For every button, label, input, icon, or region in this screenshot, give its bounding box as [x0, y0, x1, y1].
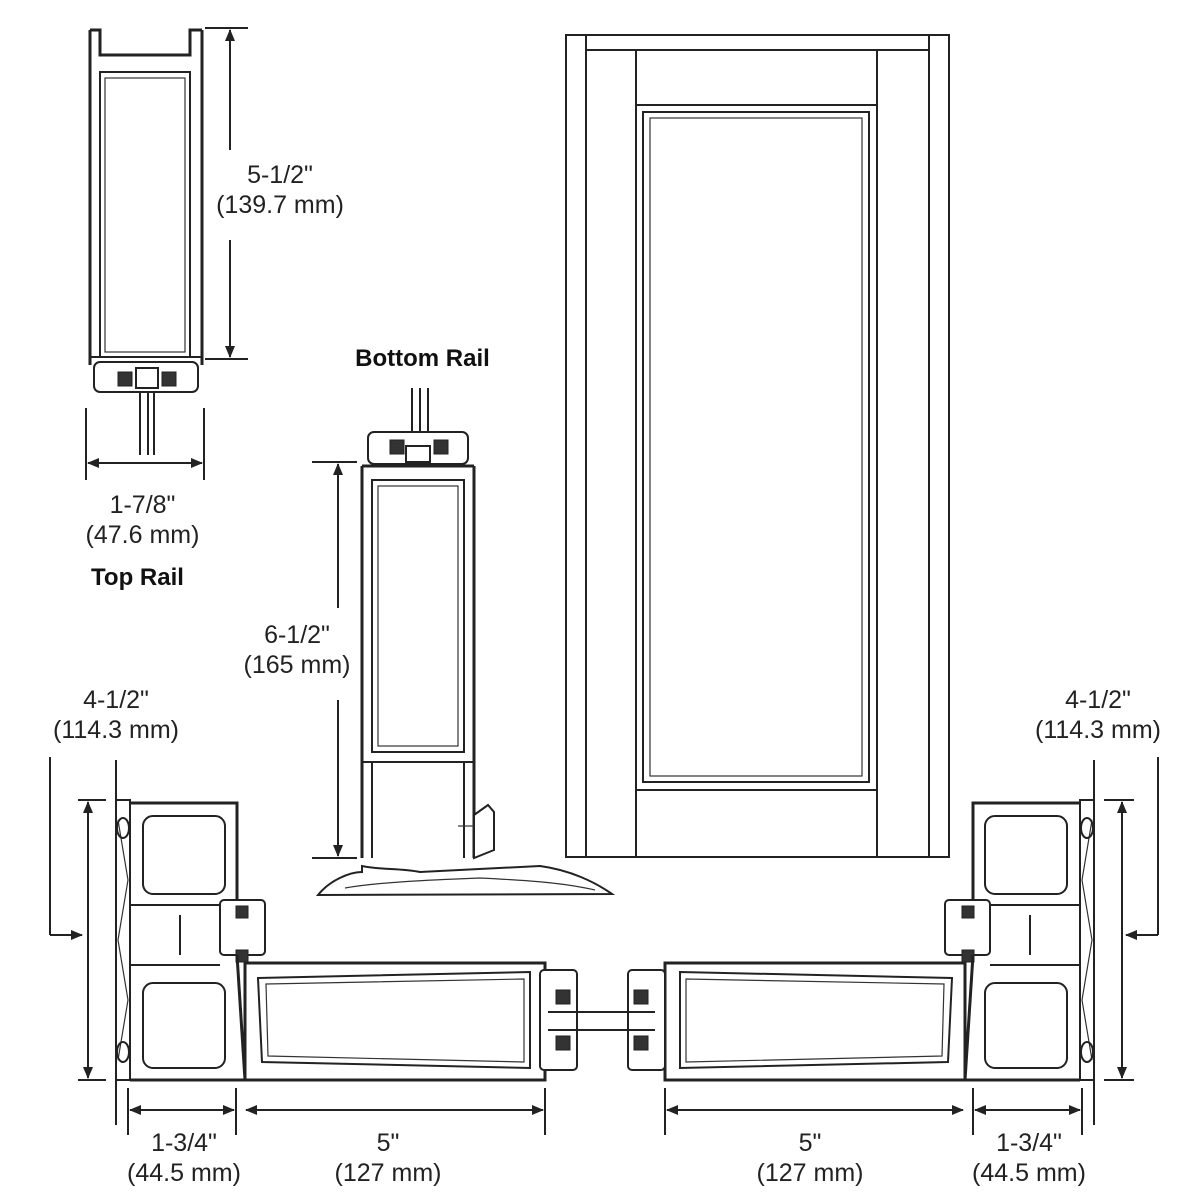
bottom-rail-pocket	[371, 479, 465, 753]
bottom-rail-height-mm: (165 mm)	[243, 651, 351, 679]
door-elevation	[565, 34, 950, 858]
left-jamb-lower-chamber	[142, 982, 226, 1069]
right-jamb-section	[600, 757, 1159, 1135]
right-jamb-height-label: 4-1/2" (114.3 mm)	[1022, 685, 1174, 745]
right-stile-meeting-edge	[627, 969, 666, 1071]
right-jamb-height-mm: (114.3 mm)	[1035, 716, 1161, 744]
bottom-rail-section	[312, 388, 616, 897]
door-glass-panel	[642, 111, 870, 783]
top-rail-glass-pocket	[99, 71, 191, 358]
right-jamb-width-mm: (44.5 mm)	[972, 1159, 1086, 1187]
top-rail-glass	[139, 392, 155, 455]
top-rail-width-label: 1-7/8" (47.6 mm)	[70, 490, 215, 550]
top-rail-height-label: 5-1/2" (139.7 mm)	[210, 160, 350, 220]
left-jamb-width-mm: (44.5 mm)	[127, 1159, 241, 1187]
left-stile-meeting-edge	[539, 969, 578, 1071]
left-jamb-width-in: 1-3/4"	[151, 1129, 217, 1157]
left-jamb-section	[49, 757, 615, 1135]
bottom-rail-height-label: 6-1/2" (165 mm)	[232, 620, 362, 680]
top-rail-height-in: 5-1/2"	[247, 161, 313, 189]
left-stile-width-label: 5" (127 mm)	[318, 1128, 458, 1188]
bottom-rail-title: Bottom Rail	[355, 345, 490, 372]
bottom-rail-height-in: 6-1/2"	[264, 621, 330, 649]
top-rail-height-mm: (139.7 mm)	[216, 191, 344, 219]
left-jamb-height-label: 4-1/2" (114.3 mm)	[40, 685, 192, 745]
right-jamb-height-in: 4-1/2"	[1065, 686, 1131, 714]
right-jamb-width-in: 1-3/4"	[996, 1129, 1062, 1157]
top-rail-outline	[88, 28, 204, 365]
bottom-rail-glass	[411, 388, 429, 432]
right-jamb-upper-chamber	[984, 815, 1068, 895]
left-jamb-upper-chamber	[142, 815, 226, 895]
top-rail-width-in: 1-7/8"	[109, 491, 176, 519]
right-jamb-lower-chamber	[984, 982, 1068, 1069]
threshold	[315, 864, 616, 897]
top-rail-title: Top Rail	[91, 564, 184, 591]
left-jamb-height-mm: (114.3 mm)	[53, 716, 179, 744]
left-stile-width-mm: (127 mm)	[334, 1159, 442, 1187]
right-stile-width-in: 5"	[798, 1129, 822, 1157]
right-jamb-width-label: 1-3/4" (44.5 mm)	[955, 1128, 1103, 1188]
right-stile-width-label: 5" (127 mm)	[740, 1128, 880, 1188]
left-jamb-height-in: 4-1/2"	[83, 686, 149, 714]
right-stile-width-mm: (127 mm)	[756, 1159, 864, 1187]
left-jamb-width-label: 1-3/4" (44.5 mm)	[110, 1128, 258, 1188]
bottom-sweep	[473, 803, 495, 860]
left-stile-width-in: 5"	[376, 1129, 400, 1157]
top-rail-section	[85, 27, 248, 480]
top-rail-width-mm: (47.6 mm)	[85, 521, 200, 549]
